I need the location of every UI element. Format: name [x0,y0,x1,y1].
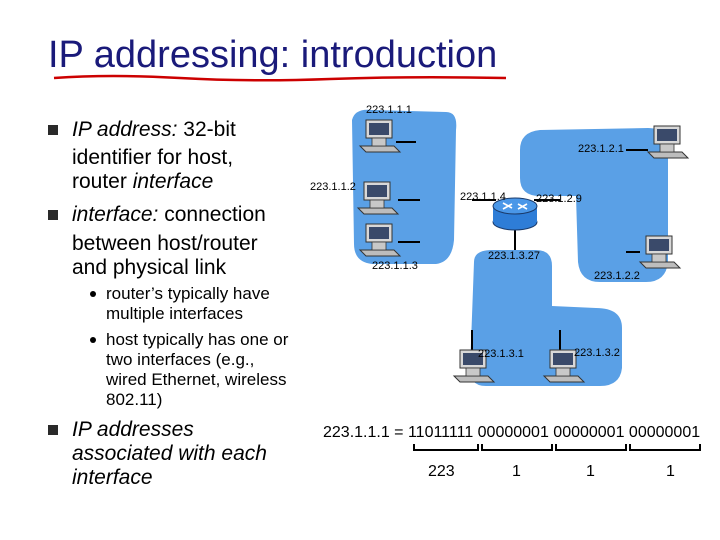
ip-label: 223.1.3.2 [574,347,620,359]
sub-bullet-text: 802.11) [106,390,163,409]
sub-bullet-text: multiple interfaces [106,304,244,323]
ip-label: 223.1.2.1 [578,143,624,155]
sub-bullet-text: two interfaces (e.g., [106,350,255,369]
octet-value: 1 [666,463,675,480]
bullet-ip-address: IP address: 32-bit [72,118,236,142]
ip-label: 223.1.1.4 [460,191,506,203]
bullet-text: between host/router [72,232,258,255]
host-computer-icon [639,235,681,269]
bullet-marker [48,125,58,135]
sub-bullet-marker [90,337,96,343]
bullet-text: 32-bit [183,118,236,141]
router-icon [492,197,538,231]
term-interface: interface: [72,203,159,226]
octet-brackets [413,444,701,451]
ip-label: 223.1.1.2 [310,181,356,193]
ip-label: 223.1.1.3 [372,260,418,272]
octet-value: 223 [428,463,455,480]
binary-address: 223.1.1.1 = 11011111 00000001 00000001 0… [323,424,701,441]
sub-bullet-text: host typically has one or [106,330,289,349]
ip-label: 223.1.3.1 [478,348,524,360]
bullet-text: IP addresses [72,418,194,441]
bullet-marker [48,210,58,220]
title-underline [53,74,507,82]
bullet-text: interface [72,466,153,489]
subnet-bottom-blob [470,250,622,386]
bullet-text: and physical link [72,256,227,279]
bullet-interface: interface: connection [72,203,266,227]
bullet-text: connection [164,203,266,226]
subnet-right-blob [520,128,668,282]
host-computer-icon [647,125,689,159]
slide-title: IP addressing: introduction [48,34,498,76]
bullet-text: identifier for host, [72,146,234,169]
bullet-text: router interface [72,170,214,193]
term-ip-address: IP address: [72,118,178,141]
ip-label: 223.1.2.9 [536,193,582,205]
bullet-text: associated with each [72,442,267,465]
octet-value: 1 [586,463,595,480]
bullet-marker [48,425,58,435]
sub-bullet-marker [90,291,96,297]
ip-label: 223.1.1.1 [366,104,412,116]
ip-label: 223.1.2.2 [594,270,640,282]
sub-bullet-text: router’s typically have [106,284,270,303]
sub-bullet-text: wired Ethernet, wireless [106,370,287,389]
octet-value: 1 [512,463,521,480]
ip-label: 223.1.3.27 [488,250,540,262]
